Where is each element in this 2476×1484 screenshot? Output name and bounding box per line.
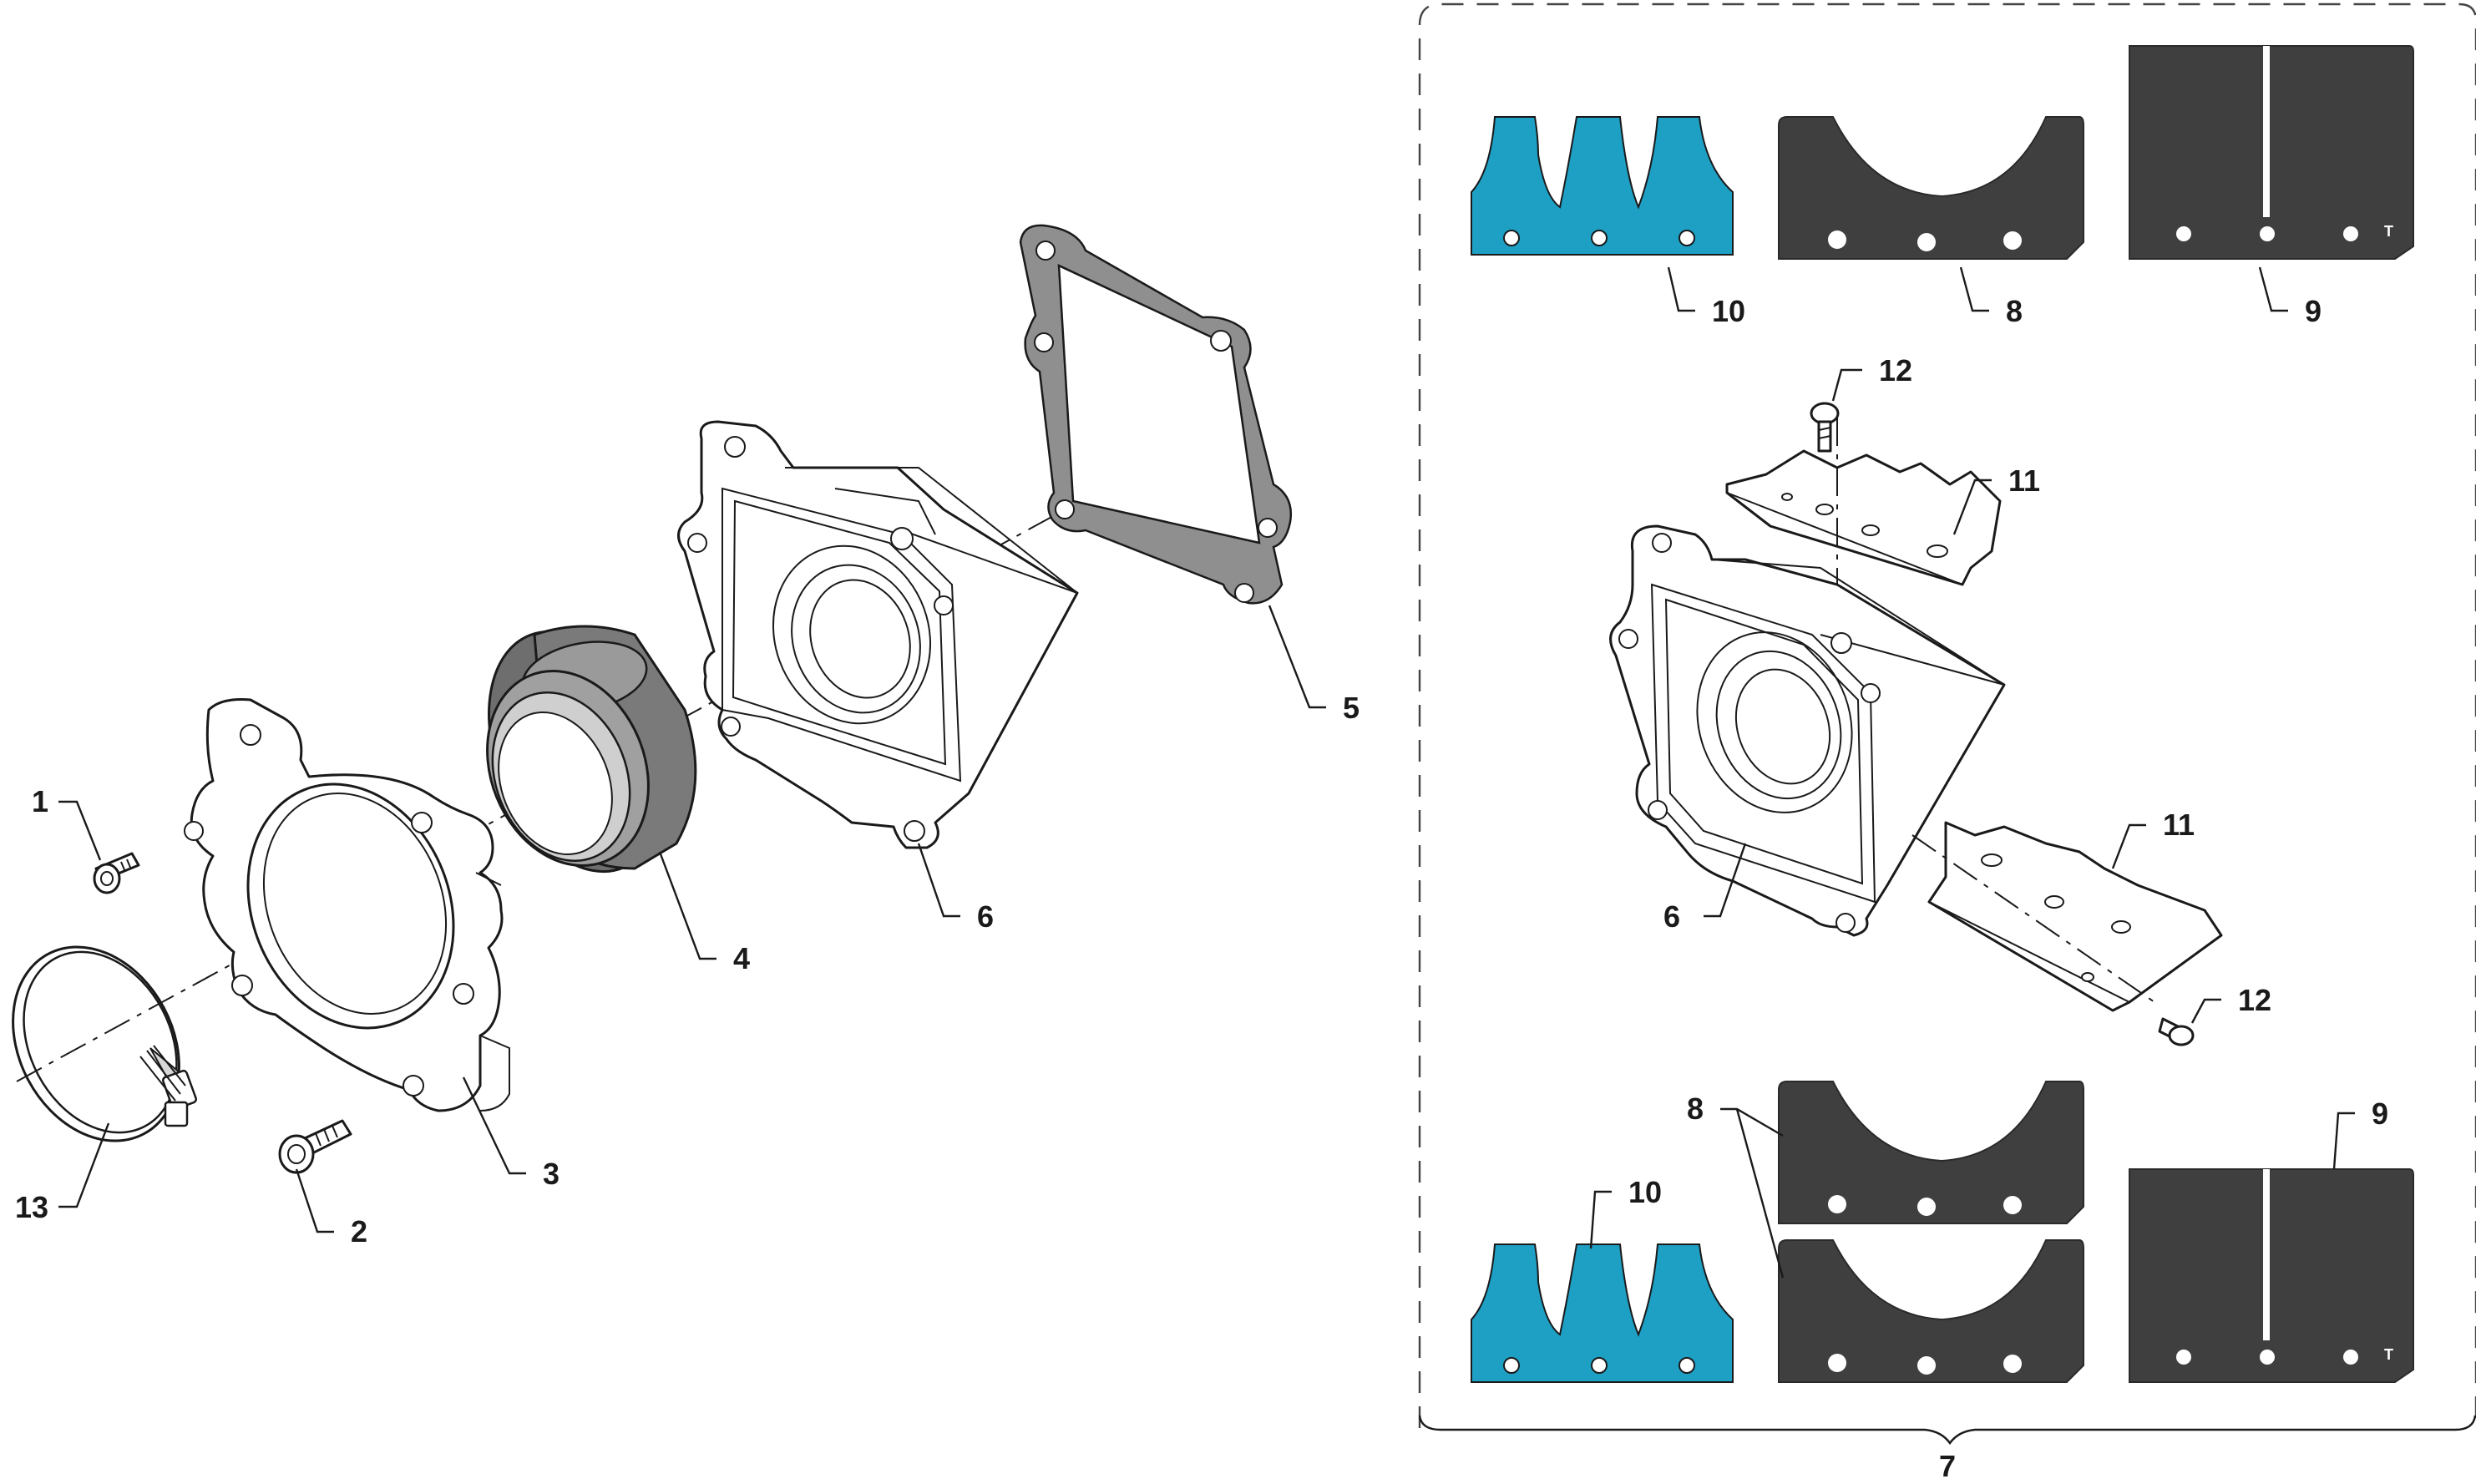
hose-clamp-part	[12, 945, 198, 1142]
callout-10: 10	[1712, 294, 1745, 328]
intake-boot-part	[486, 625, 697, 874]
reed-stopper-bottom	[1471, 1243, 1734, 1383]
callout-1: 1	[32, 784, 48, 818]
callout-5: 5	[1343, 691, 1360, 725]
screw-upper-12	[1810, 402, 1840, 453]
stopper-plate-upper	[1725, 449, 2002, 586]
reed-petal-curved-bottom-1	[1778, 1081, 2084, 1224]
callout-labels: 1 2 3 4 5 6 7 8 9 10 11 12 13 6 11 12 8 …	[15, 294, 2388, 1483]
reed-stopper-top	[1471, 116, 1734, 256]
callout-13: 13	[15, 1190, 48, 1224]
leader-lines	[58, 266, 2355, 1279]
callout-7: 7	[1939, 1449, 1956, 1483]
callout-6: 6	[977, 899, 994, 934]
reed-kit-block	[1609, 524, 2006, 937]
callout-11: 11	[2008, 463, 2040, 498]
reed-kit-group-frame	[1418, 3, 2476, 1446]
reed-mark-top: T	[2384, 223, 2393, 240]
intake-flange-part	[184, 698, 510, 1112]
callout-11-lower: 11	[2163, 808, 2195, 842]
reed-petal-split-top: T	[2129, 45, 2414, 260]
callout-12-lower: 12	[2238, 983, 2271, 1017]
stopper-plate-lower	[1927, 821, 2223, 1012]
callout-9: 9	[2305, 294, 2322, 328]
callout-3: 3	[543, 1157, 560, 1191]
reed-petal-curved-bottom-2	[1778, 1239, 2084, 1383]
callout-10-lower: 10	[1628, 1175, 1662, 1209]
reed-petal-split-bottom: T	[2129, 1168, 2414, 1383]
kit-axis	[1836, 418, 2155, 1003]
callout-6-kit: 6	[1663, 899, 1680, 934]
callout-8: 8	[2006, 294, 2023, 328]
screw-small-part	[93, 852, 140, 894]
callout-8-lower: 8	[1687, 1091, 1704, 1126]
gasket-part	[1019, 224, 1293, 605]
callout-2: 2	[351, 1214, 367, 1248]
reed-block-part	[677, 420, 1079, 849]
callout-9-lower: 9	[2372, 1097, 2388, 1131]
callout-4: 4	[733, 941, 750, 975]
reed-mark-bottom: T	[2384, 1346, 2393, 1363]
screw-lower-12	[2158, 1017, 2195, 1046]
screw-large-part	[278, 1119, 352, 1174]
callout-12: 12	[1879, 353, 1912, 387]
reed-petal-curved-top	[1778, 116, 2084, 260]
